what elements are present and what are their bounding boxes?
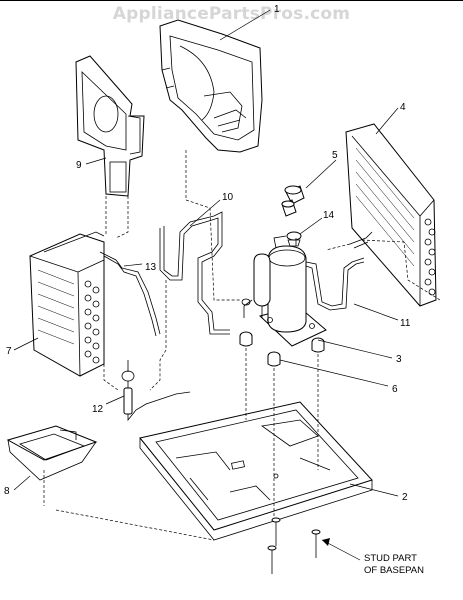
callout-12: 12 [92, 404, 104, 415]
callout-8: 8 [4, 486, 10, 497]
part-14-clip[interactable] [286, 231, 302, 247]
callout-1: 1 [274, 4, 280, 15]
part-6-mount-grommets[interactable] [239, 298, 325, 367]
callout-5: 5 [332, 150, 338, 161]
alignment-lines [43, 150, 441, 541]
part-12-capillary[interactable] [121, 360, 191, 422]
part-1-shroud[interactable] [159, 19, 263, 153]
part-3-compressor[interactable] [243, 235, 327, 347]
part-5-grommets[interactable] [281, 185, 305, 217]
leader-lines [13, 9, 399, 561]
callout-3: 3 [396, 354, 402, 365]
part-4-condenser-coil[interactable] [345, 123, 437, 307]
part-10-tubing[interactable] [159, 211, 230, 335]
part-8-drain-tray[interactable] [6, 425, 98, 481]
callout-14: 14 [323, 210, 335, 221]
studs[interactable] [267, 517, 321, 574]
callout-13: 13 [145, 262, 157, 273]
stud-note-line-1: STUD PART [364, 553, 417, 564]
callout-4: 4 [400, 102, 406, 113]
part-2-base-pan[interactable] [139, 401, 373, 541]
callout-7: 7 [6, 346, 12, 357]
part-11-tubing[interactable] [305, 257, 365, 311]
callout-2: 2 [402, 492, 408, 503]
callout-11: 11 [400, 318, 411, 329]
part-13-tubing[interactable] [99, 251, 161, 337]
watermark: AppliancePartsPros.com [112, 4, 351, 24]
callout-6: 6 [392, 384, 398, 395]
callout-9: 9 [76, 160, 82, 171]
stud-note-line-2: OF BASEPAN [364, 565, 424, 576]
part-9-panel[interactable] [75, 55, 145, 197]
callout-10: 10 [222, 192, 234, 203]
part-7-evaporator-coil[interactable] [29, 231, 105, 377]
